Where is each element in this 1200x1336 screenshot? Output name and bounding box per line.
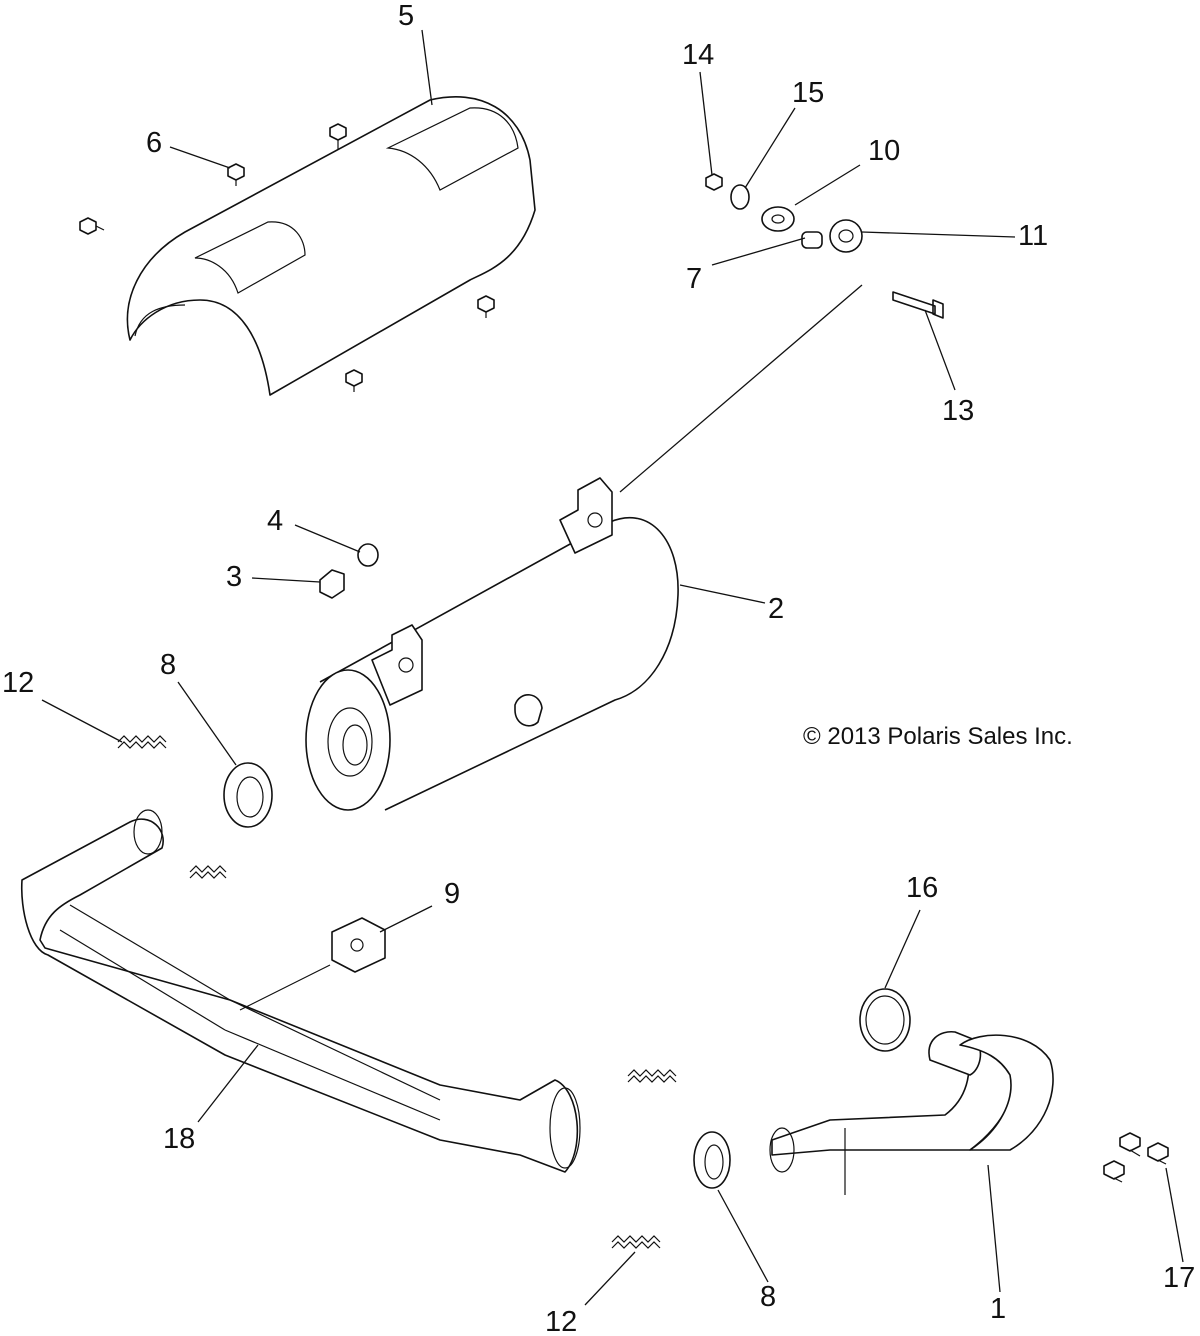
head-pipe <box>769 1031 1054 1195</box>
callout-15: 15 <box>792 77 824 109</box>
callout-8-lower: 8 <box>760 1281 776 1313</box>
callout-2: 2 <box>768 593 784 625</box>
callout-4: 4 <box>267 505 283 537</box>
bolt <box>892 291 944 319</box>
callout-7: 7 <box>686 263 702 295</box>
seal-lower <box>693 1131 731 1189</box>
callout-9: 9 <box>444 878 460 910</box>
muffler <box>305 477 679 811</box>
callout-1: 1 <box>990 1293 1006 1325</box>
callout-18: 18 <box>163 1123 195 1155</box>
flange-bolts <box>1103 1132 1169 1183</box>
spring-right-upper <box>627 1069 677 1083</box>
washer <box>730 184 750 210</box>
callout-12-lower: 12 <box>545 1306 577 1336</box>
grommet <box>829 219 863 253</box>
leader-lines <box>41 29 1184 1306</box>
heat-shield <box>126 96 536 396</box>
callout-3: 3 <box>226 561 242 593</box>
bushing-large <box>761 206 795 232</box>
callout-13: 13 <box>942 395 974 427</box>
copyright-notice: © 2013 Polaris Sales Inc. <box>803 723 1073 750</box>
callout-14: 14 <box>682 39 714 71</box>
heat-shield-screws <box>79 123 495 392</box>
sleeve <box>801 231 823 249</box>
callout-11: 11 <box>1018 220 1048 252</box>
mount-hardware <box>705 173 944 319</box>
spring-middle <box>189 865 227 879</box>
spring-upper-left <box>117 735 167 749</box>
callout-8-upper: 8 <box>160 649 176 681</box>
seal-upper <box>223 762 273 828</box>
gasket-ring <box>859 988 911 1052</box>
callout-12-upper: 12 <box>2 667 34 699</box>
exhaust-pipe <box>20 809 581 1173</box>
callout-5: 5 <box>398 0 414 32</box>
nut <box>705 173 723 191</box>
spring-right-lower <box>611 1235 661 1249</box>
callout-10: 10 <box>868 135 900 167</box>
mount-block <box>331 917 386 973</box>
callout-6: 6 <box>146 127 162 159</box>
muffler-plug-and-gasket <box>319 543 379 599</box>
callout-16: 16 <box>906 872 938 904</box>
callout-17: 17 <box>1163 1262 1195 1294</box>
